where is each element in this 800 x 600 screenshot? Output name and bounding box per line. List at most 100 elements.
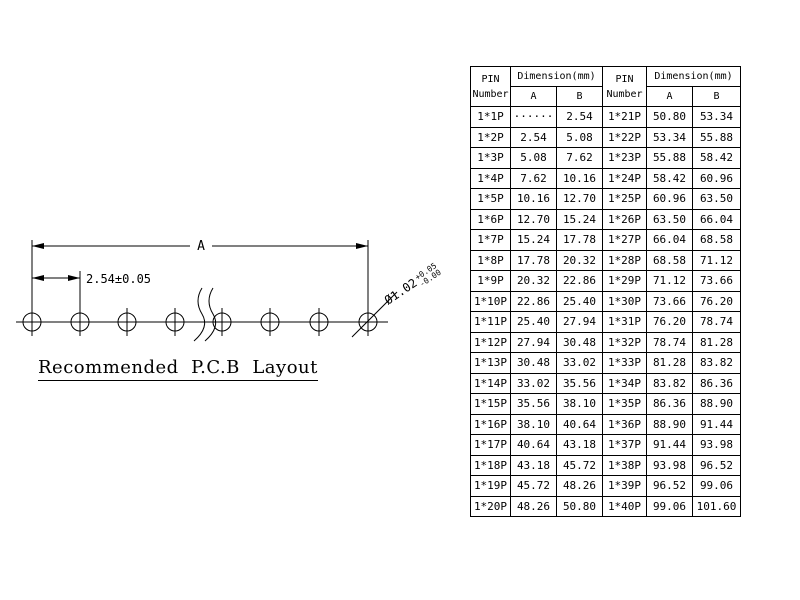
table-cell: 76.20 [646, 311, 693, 333]
pitch-dimension-label: 2.54±0.05 [86, 272, 151, 286]
table-cell: 86.36 [646, 393, 693, 415]
table-subheader-row: A B A B [471, 86, 741, 107]
table-cell: 1*7P [470, 229, 511, 251]
table-cell: 73.66 [646, 290, 693, 312]
table-cell: 66.04 [646, 229, 693, 251]
table-cell: 71.12 [692, 249, 741, 271]
table-cell: 1*31P [602, 311, 647, 333]
table-cell: 35.56 [510, 393, 557, 415]
break-mark [204, 287, 217, 342]
table-cell: 22.86 [556, 270, 603, 292]
table-cell: 1*23P [602, 147, 647, 169]
table-cell: 81.28 [646, 352, 693, 374]
header-pin-label: PIN [615, 73, 634, 85]
table-cell: 1*35P [602, 393, 647, 415]
table-cell: 88.90 [692, 393, 741, 415]
table-cell: 93.98 [646, 454, 693, 476]
table-cell: 1*38P [602, 454, 647, 476]
table-cell: 66.04 [692, 208, 741, 230]
table-cell: 25.40 [556, 290, 603, 312]
table-cell: 88.90 [646, 413, 693, 435]
table-cell: 1*9P [470, 270, 511, 292]
pad-holes [22, 308, 378, 336]
table-cell: 53.34 [646, 126, 693, 148]
header-dimension-left: Dimension(mm) [510, 66, 603, 87]
table-cell: 1*17P [470, 434, 511, 456]
table-cell: 1*36P [602, 413, 647, 435]
table-cell: 35.56 [556, 372, 603, 394]
table-cell: 1*5P [470, 188, 511, 210]
table-cell: 58.42 [692, 147, 741, 169]
table-cell: 1*20P [470, 495, 511, 517]
hole-diameter-label: Ø1.02 +0.05 -0.00 [382, 261, 443, 308]
table-cell: 20.32 [510, 270, 557, 292]
arrowhead [32, 275, 44, 281]
hole-diameter-value: Ø1.02 [382, 276, 420, 308]
header-dimension-right: Dimension(mm) [646, 66, 741, 87]
table-cell: 99.06 [692, 475, 741, 497]
table-cell: 50.80 [646, 106, 693, 128]
table-header-row: PIN Number Dimension(mm) PIN Number Dime… [470, 66, 741, 107]
header-number-label: Number [472, 88, 509, 100]
dimension-table: PIN Number Dimension(mm) PIN Number Dime… [470, 66, 741, 517]
table-cell: 1*29P [602, 270, 647, 292]
table-cell: 1*10P [470, 290, 511, 312]
table-cell: 10.16 [510, 188, 557, 210]
table-cell: 1*1P [470, 106, 511, 128]
table-cell: 30.48 [556, 331, 603, 353]
table-cell: 73.66 [692, 270, 741, 292]
table-cell: 1*8P [470, 249, 511, 271]
table-cell: 45.72 [510, 475, 557, 497]
table-cell: 50.80 [556, 495, 603, 517]
table-cell: 68.58 [646, 249, 693, 271]
dimension-pitch [32, 271, 81, 310]
header-col-b-right: B [692, 86, 741, 107]
break-mark [193, 287, 206, 342]
table-cell: 45.72 [556, 454, 603, 476]
dimension-a-label: A [197, 239, 205, 254]
table-cell: 1*3P [470, 147, 511, 169]
table-cell: 5.08 [510, 147, 557, 169]
table-cell: 1*12P [470, 331, 511, 353]
table-cell: 17.78 [556, 229, 603, 251]
table-cell: 40.64 [556, 413, 603, 435]
table-cell: 1*30P [602, 290, 647, 312]
table-cell: 43.18 [556, 434, 603, 456]
table-cell: ······ [510, 106, 557, 128]
table-cell: 1*16P [470, 413, 511, 435]
table-cell: 1*11P [470, 311, 511, 333]
table-cell: 83.82 [692, 352, 741, 374]
table-cell: 38.10 [510, 413, 557, 435]
table-cell: 25.40 [510, 311, 557, 333]
table-cell: 86.36 [692, 372, 741, 394]
table-cell: 12.70 [510, 208, 557, 230]
table-cell: 1*6P [470, 208, 511, 230]
table-cell: 12.70 [556, 188, 603, 210]
table-cell: 83.82 [646, 372, 693, 394]
table-cell: 60.96 [692, 167, 741, 189]
table-cell: 60.96 [646, 188, 693, 210]
table-cell: 30.48 [510, 352, 557, 374]
table-cell: 2.54 [510, 126, 557, 148]
table-cell: 63.50 [692, 188, 741, 210]
table-cell: 1*24P [602, 167, 647, 189]
table-cell: 2.54 [556, 106, 603, 128]
table-cell: 1*34P [602, 372, 647, 394]
header-pin-label: PIN [481, 73, 500, 85]
table-cell: 1*28P [602, 249, 647, 271]
